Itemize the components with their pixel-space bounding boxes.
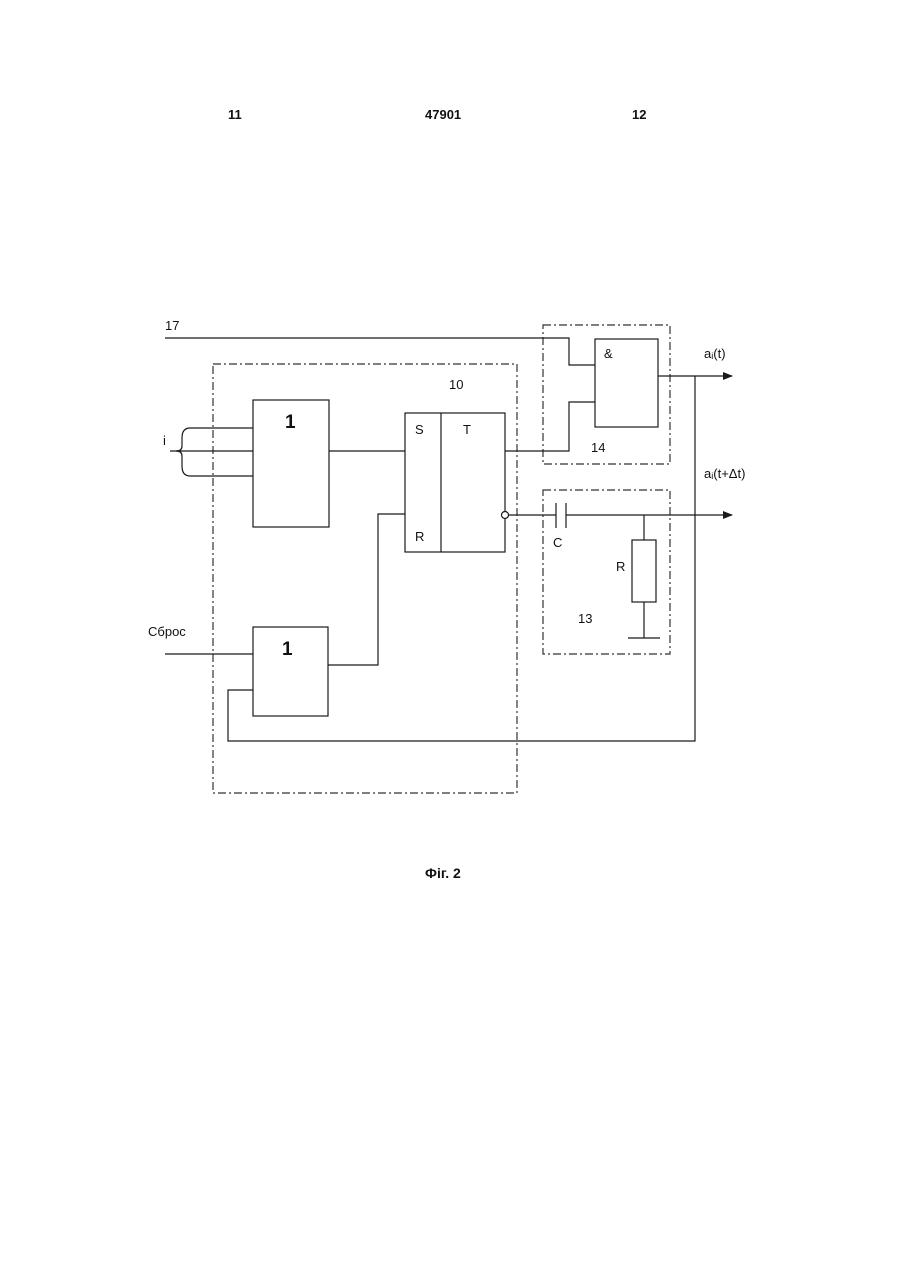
- block-14-label: 14: [591, 440, 605, 455]
- line-17-label: 17: [165, 318, 179, 333]
- flipflop-r-label: R: [415, 529, 424, 544]
- or-bottom-to-r-wire: [328, 514, 405, 665]
- output-bottom-label: aᵢ(t+Δt): [704, 466, 745, 481]
- or-gate-bottom-label: 1: [282, 639, 293, 660]
- line-17-wire: [165, 338, 595, 365]
- inverted-output-bubble: [502, 512, 509, 519]
- resistor: [632, 540, 656, 602]
- figure-caption: Фіг. 2: [425, 865, 461, 881]
- flipflop-s-label: S: [415, 422, 424, 437]
- reset-label: Сброс: [148, 624, 186, 639]
- or-gate-top-label: 1: [285, 412, 296, 433]
- input-i-label: i: [163, 433, 166, 448]
- t-to-and-wire: [505, 402, 595, 451]
- block-10-label: 10: [449, 377, 463, 392]
- flipflop-t-label: T: [463, 422, 471, 437]
- output-top-label: aᵢ(t): [704, 346, 726, 361]
- input-i-brace: [176, 428, 190, 476]
- capacitor-label: C: [553, 535, 562, 550]
- and-gate-label: &: [604, 346, 613, 361]
- block-13-label: 13: [578, 611, 592, 626]
- resistor-label: R: [616, 559, 625, 574]
